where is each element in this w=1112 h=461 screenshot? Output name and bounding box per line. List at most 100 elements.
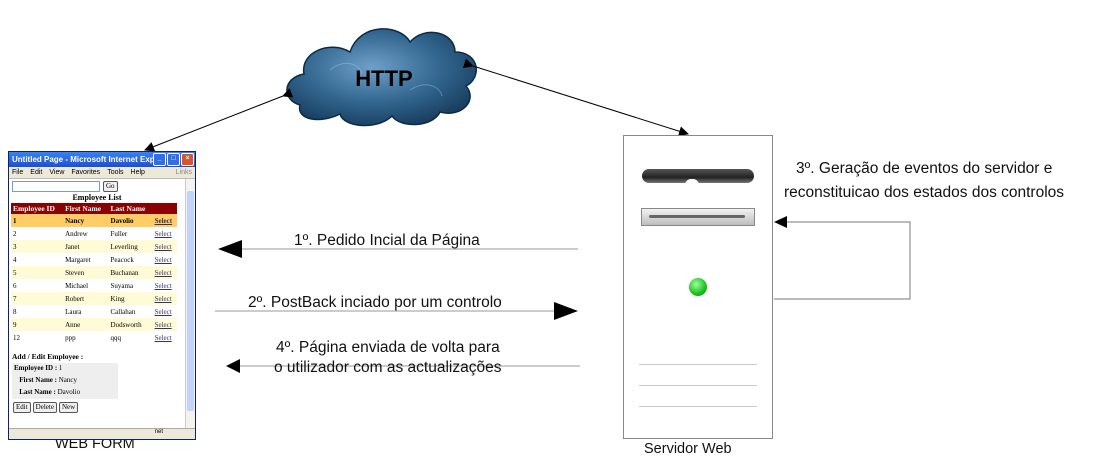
close-icon[interactable]: × <box>181 153 194 166</box>
cell-first-name: Laura <box>65 307 82 316</box>
cell-last-name: Buchanan <box>108 266 153 279</box>
first-name-value[interactable]: Nancy <box>58 376 77 384</box>
link-cloud-browser <box>144 88 294 152</box>
select-link[interactable]: Select <box>154 333 172 342</box>
browser-window: Untitled Page - Microsoft Internet Explo… <box>8 151 196 440</box>
cell-first-name: Janet <box>63 240 109 253</box>
links-label[interactable]: Links <box>175 169 192 176</box>
cell-last-name: Callahan <box>110 307 136 316</box>
cell-last-name: King <box>108 292 153 305</box>
cell-employee-id: 12 <box>13 333 20 342</box>
step3-label-line2: reconstituicao dos estados dos controlos <box>784 184 1065 201</box>
client-label: WEB FORM <box>55 436 135 452</box>
cell-last-name: Peacock <box>110 255 134 264</box>
search-input[interactable] <box>12 181 100 192</box>
status-zone: net <box>154 429 163 435</box>
table-row[interactable]: 12 ppp qqq Select <box>11 331 177 344</box>
edit-button[interactable]: Edit <box>13 402 31 413</box>
server-tower-icon <box>623 135 773 439</box>
link-cloud-server <box>462 58 689 137</box>
last-name-value[interactable]: Davolio <box>57 388 81 396</box>
cell-first-name: Anne <box>63 318 109 331</box>
col-employee-id: Employee ID <box>11 203 64 214</box>
table-title: Employee List <box>72 193 122 202</box>
cell-first-name: ppp <box>65 333 76 342</box>
col-first-name: First Name <box>63 203 109 214</box>
cell-employee-id: 1 <box>11 214 64 227</box>
step4-label-line2: o utilizador com as actualizações <box>274 359 502 376</box>
form-title: Add / Edit Employee : <box>12 352 84 361</box>
browser-statusbar: net <box>9 428 195 439</box>
server-drive-bay <box>641 208 755 226</box>
cell-last-name: Leverling <box>108 240 153 253</box>
select-link[interactable]: Select <box>152 214 177 227</box>
cell-last-name: qqq <box>110 333 122 342</box>
delete-button[interactable]: Delete <box>32 402 57 413</box>
menu-edit[interactable]: Edit <box>30 169 43 176</box>
menu-help[interactable]: Help <box>130 169 145 176</box>
form-row-last: Last Name : Davolio <box>12 387 118 399</box>
browser-titlebar: Untitled Page - Microsoft Internet Explo… <box>9 152 195 167</box>
cloud-label: HTTP <box>355 66 412 91</box>
new-button[interactable]: New <box>58 402 79 413</box>
select-link[interactable]: Select <box>154 229 172 238</box>
browser-menubar: File Edit View Favorites Tools Help Link… <box>9 167 195 179</box>
go-button[interactable]: Go <box>103 181 118 192</box>
cell-first-name: Margaret <box>65 255 91 264</box>
select-link[interactable]: Select <box>154 255 172 264</box>
maximize-icon[interactable]: □ <box>167 153 180 166</box>
cell-employee-id: 3 <box>11 240 64 253</box>
vertical-scrollbar[interactable] <box>185 179 195 428</box>
server-power-led <box>689 278 707 296</box>
web-form-page: Go Employee List Employee ID First Name … <box>9 179 185 428</box>
table-row[interactable]: 8 Laura Callahan Select <box>11 305 177 318</box>
select-link[interactable]: Select <box>152 318 177 331</box>
server-label: Servidor Web <box>644 441 732 457</box>
col-select <box>152 203 177 214</box>
select-link[interactable]: Select <box>154 281 172 290</box>
step4-label-line1: 4º. Página enviada de volta para <box>276 339 500 356</box>
cell-employee-id: 6 <box>13 281 17 290</box>
cell-last-name: Fuller <box>110 229 128 238</box>
cell-employee-id: 5 <box>11 266 64 279</box>
menu-file[interactable]: File <box>12 169 24 176</box>
cell-first-name: Andrew <box>65 229 88 238</box>
browser-title: Untitled Page - Microsoft Internet Explo… <box>12 155 153 164</box>
cell-last-name: Davolio <box>108 214 153 227</box>
menu-view[interactable]: View <box>49 169 65 176</box>
table-row[interactable]: 4 Margaret Peacock Select <box>11 253 177 266</box>
menu-favorites[interactable]: Favorites <box>71 169 101 176</box>
cell-employee-id: 4 <box>13 255 17 264</box>
menu-tools[interactable]: Tools <box>107 169 124 176</box>
form-row-first: First Name : Nancy <box>12 375 118 387</box>
select-link[interactable]: Select <box>152 240 177 253</box>
cell-last-name: Dodsworth <box>108 318 153 331</box>
step1-label: 1º. Pedido Incial da Página <box>294 232 480 249</box>
cell-employee-id: 8 <box>13 307 17 316</box>
col-last-name: Last Name <box>108 203 153 214</box>
minimize-icon[interactable]: _ <box>153 153 166 166</box>
step2-arrow <box>215 302 578 320</box>
employee-id-value[interactable]: 1 <box>58 364 63 372</box>
cell-employee-id: 9 <box>11 318 64 331</box>
cell-last-name: Suyama <box>110 281 134 290</box>
cell-first-name: Nancy <box>63 214 109 227</box>
select-link[interactable]: Select <box>152 292 177 305</box>
form-row-id: Employee ID : 1 <box>12 363 118 375</box>
cell-first-name: Robert <box>63 292 109 305</box>
step3-loop-arrow <box>774 216 911 300</box>
select-link[interactable]: Select <box>154 307 172 316</box>
step3-label-line1: 3º. Geração de eventos do servidor e <box>796 160 1053 177</box>
step2-label: 2º. PostBack inciado por um controlo <box>248 294 502 311</box>
step1-arrow <box>218 240 578 258</box>
cell-employee-id: 7 <box>11 292 64 305</box>
select-link[interactable]: Select <box>152 266 177 279</box>
